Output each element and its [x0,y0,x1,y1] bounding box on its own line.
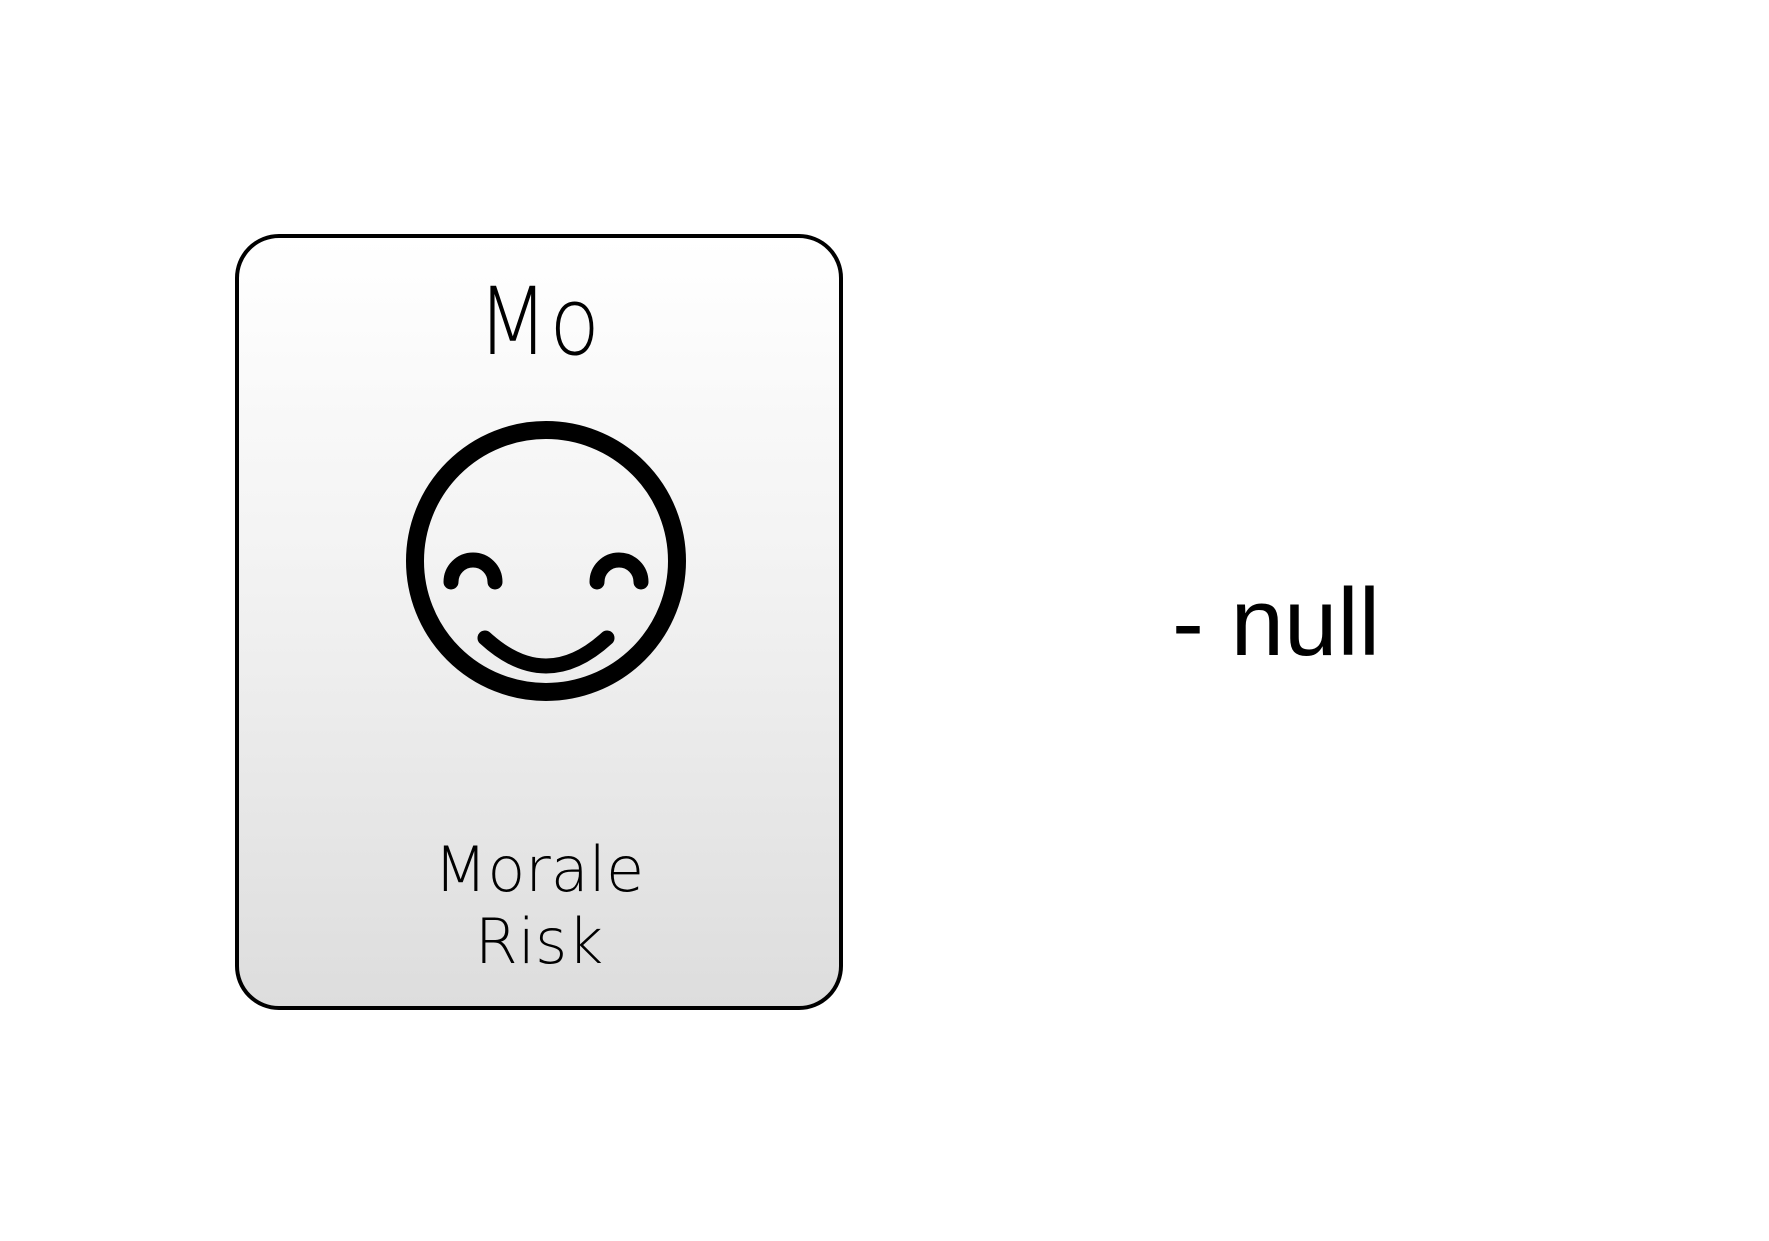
element-card: Mo Morale Risk [235,234,843,1010]
card-name: Morale Risk [239,834,839,978]
card-name-line2: Risk [474,905,604,978]
value-text: - null [1172,569,1381,676]
card-name-line1: Morale [433,833,645,906]
smiling-face-icon [406,421,686,701]
card-abbreviation: Mo [477,268,601,377]
